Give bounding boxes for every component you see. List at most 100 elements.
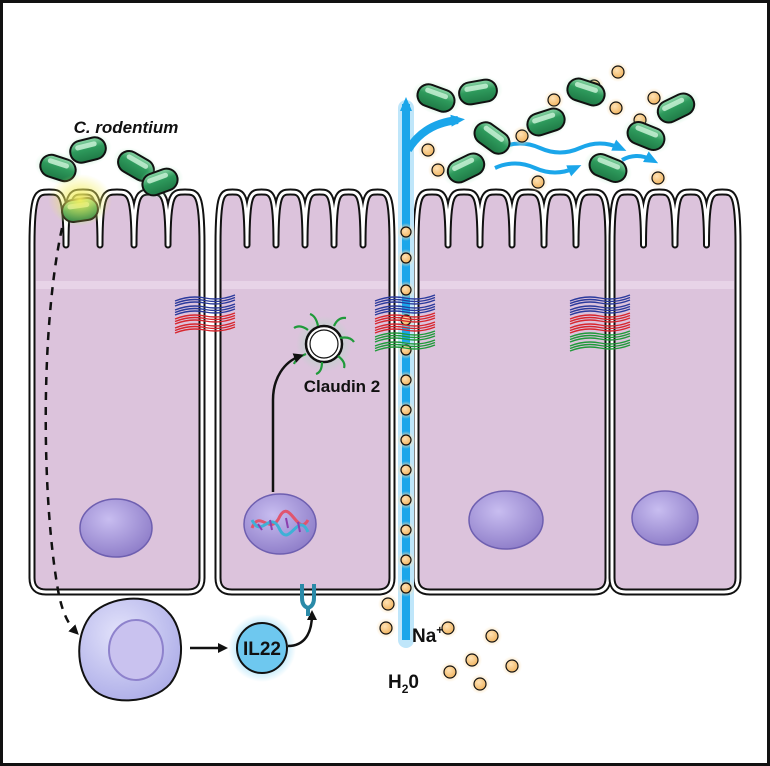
junction-strand <box>569 299 631 307</box>
junction-strand <box>569 314 631 323</box>
junction-strand <box>569 332 631 341</box>
sodium-ion-icon <box>397 371 415 389</box>
bacterium-highlight <box>464 83 489 92</box>
bacterium-highlight <box>126 154 149 169</box>
junction-strand <box>174 312 236 320</box>
junction-strand <box>374 323 436 332</box>
bacterium-icon <box>583 148 633 188</box>
sodium-ion-icon <box>397 401 415 419</box>
bacterium-highlight <box>635 125 659 138</box>
junction-strand <box>174 303 236 311</box>
junction-strand <box>569 294 631 302</box>
epithelial-cell <box>28 188 206 596</box>
il22-label: IL22 <box>243 639 281 660</box>
bacterium-highlight <box>452 157 475 172</box>
water-wave-2 <box>494 161 582 177</box>
junction-strand <box>174 317 236 325</box>
epithelial-cell <box>608 188 742 596</box>
bacterium-icon <box>521 103 571 141</box>
ion-core <box>531 175 545 189</box>
nucleus <box>631 490 699 546</box>
cell-membrane <box>30 190 204 594</box>
ion-core <box>651 171 665 185</box>
junction-strand <box>374 314 436 323</box>
bacterium-highlight <box>483 125 505 142</box>
sodium-ion-icon <box>397 281 415 299</box>
ion-core <box>381 597 395 611</box>
tight-junctions <box>174 294 631 352</box>
junction-strand <box>569 335 631 343</box>
ion-core <box>400 464 412 476</box>
bacterium-highlight <box>147 172 169 184</box>
bacterium-icon <box>468 116 516 160</box>
ion-core <box>609 101 623 115</box>
junction-strand <box>569 303 631 311</box>
junction-strand <box>569 317 631 325</box>
nucleus <box>79 498 153 558</box>
sodium-ion-icon <box>397 521 415 539</box>
bacterium-label: C. rodentium <box>74 118 179 137</box>
il22-receptor-icon <box>300 584 316 616</box>
junction-strand <box>174 294 236 302</box>
junction-strand <box>569 312 631 320</box>
bacterium-highlight <box>574 81 598 93</box>
ion-core <box>465 653 479 667</box>
tight-junction <box>174 294 236 334</box>
ion-core <box>400 582 412 594</box>
junction-strand <box>569 323 631 332</box>
bacterium-icon <box>136 163 184 201</box>
sodium-ion-icon <box>648 168 668 188</box>
ion-core <box>473 677 487 691</box>
sodium-ion-icon <box>502 656 522 676</box>
water-label: H20 <box>388 672 419 696</box>
bacterium-highlight <box>75 141 97 151</box>
bacterium-icon <box>621 116 671 156</box>
junction-strand <box>569 330 631 338</box>
sodium-ion-icon <box>397 249 415 267</box>
junction-strand <box>374 344 436 352</box>
ion-core <box>400 284 412 296</box>
bacterium-highlight <box>532 112 556 124</box>
expression-arrow <box>271 353 304 492</box>
ion-core <box>421 143 435 157</box>
bacterium-body <box>141 167 179 197</box>
sodium-ion-icon <box>418 140 438 160</box>
nucleus-active <box>243 493 317 555</box>
junction-strand <box>374 308 436 316</box>
sodium-ion-icon <box>397 461 415 479</box>
bacterium-body <box>526 107 566 137</box>
epithelial-cell <box>214 188 396 596</box>
ion-core <box>379 621 393 635</box>
junction-strand <box>374 339 436 347</box>
cell-membrane <box>216 190 394 594</box>
sodium-ion-icon <box>397 431 415 449</box>
sodium-ion-icon <box>606 98 626 118</box>
sodium-label: Na+ <box>412 623 443 647</box>
bacterium-body <box>446 152 486 184</box>
ion-core <box>400 404 412 416</box>
claudin2-vesicle <box>292 312 355 376</box>
ion-core <box>485 629 499 643</box>
junction-strand <box>174 323 236 332</box>
junction-strand <box>569 308 631 316</box>
junction-strand <box>569 344 631 352</box>
junction-strand <box>374 299 436 307</box>
junction-strand <box>174 314 236 323</box>
ion-core <box>443 665 457 679</box>
il22-molecule: IL22 <box>228 614 296 682</box>
cell-apex-tint <box>616 281 734 289</box>
cell-membrane <box>610 190 740 594</box>
junction-strand <box>374 335 436 343</box>
junction-strand <box>174 308 236 316</box>
ion-core <box>400 554 412 566</box>
sodium-ion-icon <box>608 62 628 82</box>
junction-strand <box>569 321 631 329</box>
bacterium-highlight <box>597 157 621 170</box>
junction-strand <box>374 312 436 320</box>
ion-core <box>400 252 412 264</box>
sodium-ion-icon <box>528 172 548 192</box>
ion-core <box>400 226 412 238</box>
sodium-ion-icon <box>397 223 415 241</box>
junction-strand <box>374 305 436 314</box>
